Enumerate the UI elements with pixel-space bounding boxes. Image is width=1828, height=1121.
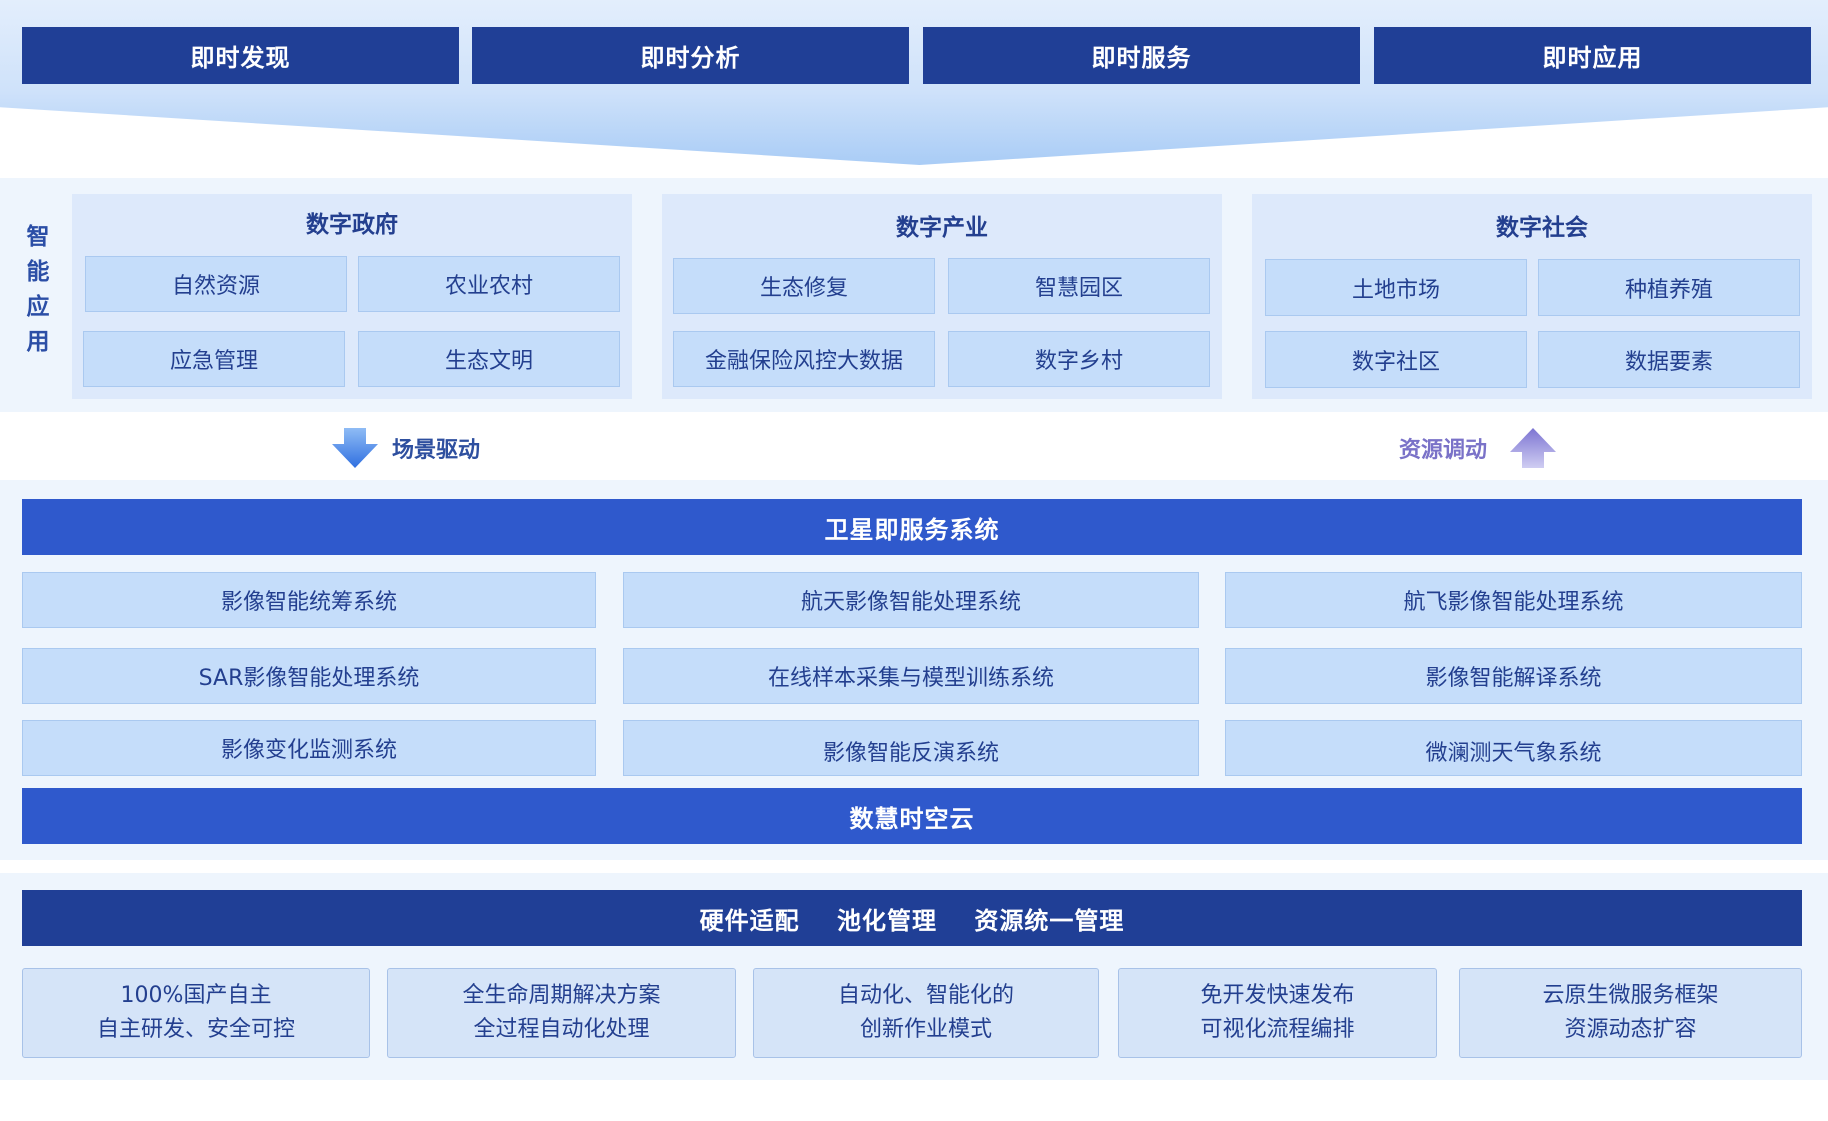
feature-card[interactable]: 全生命周期解决方案 全过程自动化处理 <box>387 968 736 1058</box>
app-cell[interactable]: 农业农村 <box>358 256 620 312</box>
system-cell[interactable]: 航飞影像智能处理系统 <box>1225 572 1802 628</box>
feature-line: 资源动态扩容 <box>1564 1017 1697 1042</box>
arrow-up-icon <box>1510 428 1556 468</box>
tab-instant-application[interactable]: 即时应用 <box>1374 27 1811 84</box>
feature-line: 100%国产自主 <box>120 983 272 1008</box>
app-cell[interactable]: 数字社区 <box>1265 331 1527 388</box>
feature-card[interactable]: 免开发快速发布 可视化流程编排 <box>1118 968 1437 1058</box>
arrow-down-icon <box>332 428 378 468</box>
feature-line: 自动化、智能化的 <box>837 983 1014 1008</box>
system-cell[interactable]: 影像智能反演系统 <box>623 720 1199 776</box>
feature-card[interactable]: 100%国产自主 自主研发、安全可控 <box>22 968 370 1058</box>
app-cell[interactable]: 金融保险风控大数据 <box>673 331 935 387</box>
app-cell[interactable]: 智慧园区 <box>948 258 1210 314</box>
foundation-bar[interactable]: 硬件适配 池化管理 资源统一管理 <box>22 890 1802 946</box>
app-cell[interactable]: 土地市场 <box>1265 259 1527 316</box>
feature-card[interactable]: 云原生微服务框架 资源动态扩容 <box>1459 968 1802 1058</box>
system-cell[interactable]: 在线样本采集与模型训练系统 <box>623 648 1199 704</box>
satellite-service-bar[interactable]: 卫星即服务系统 <box>22 499 1802 555</box>
smart-application-side-label: 智 能 应 用 <box>22 220 54 360</box>
tab-instant-analysis[interactable]: 即时分析 <box>472 27 909 84</box>
side-label-char: 用 <box>26 329 50 355</box>
tab-instant-service[interactable]: 即时服务 <box>923 27 1360 84</box>
system-cell[interactable]: SAR影像智能处理系统 <box>22 648 596 704</box>
group-title: 数字产业 <box>896 215 988 241</box>
app-cell[interactable]: 数据要素 <box>1538 331 1800 388</box>
app-cell[interactable]: 自然资源 <box>85 256 347 312</box>
system-cell[interactable]: 航天影像智能处理系统 <box>623 572 1199 628</box>
app-cell[interactable]: 生态修复 <box>673 258 935 314</box>
feature-card[interactable]: 自动化、智能化的 创新作业模式 <box>753 968 1099 1058</box>
feature-line: 全过程自动化处理 <box>473 1017 650 1042</box>
group-title: 数字政府 <box>306 212 398 238</box>
resource-dispatch-label: 资源调动 <box>1399 438 1488 463</box>
system-cell[interactable]: 影像智能统筹系统 <box>22 572 596 628</box>
system-cell[interactable]: 影像变化监测系统 <box>22 720 596 776</box>
app-cell[interactable]: 种植养殖 <box>1538 259 1800 316</box>
feature-line: 全生命周期解决方案 <box>462 983 661 1008</box>
system-cell[interactable]: 微澜测天气象系统 <box>1225 720 1802 776</box>
side-label-char: 应 <box>26 294 50 320</box>
feature-line: 创新作业模式 <box>859 1017 992 1042</box>
side-label-char: 能 <box>26 259 50 285</box>
app-cell[interactable]: 生态文明 <box>358 331 620 387</box>
feature-line: 云原生微服务框架 <box>1542 983 1719 1008</box>
system-cell[interactable]: 影像智能解译系统 <box>1225 648 1802 704</box>
scene-drive-label: 场景驱动 <box>392 438 481 463</box>
feature-line: 可视化流程编排 <box>1200 1017 1355 1042</box>
feature-line: 自主研发、安全可控 <box>96 1017 295 1042</box>
tab-instant-discovery[interactable]: 即时发现 <box>22 27 459 84</box>
cloud-platform-bar[interactable]: 数慧时空云 <box>22 788 1802 844</box>
feature-line: 免开发快速发布 <box>1200 983 1355 1008</box>
side-label-char: 智 <box>26 224 50 250</box>
group-title: 数字社会 <box>1496 215 1588 241</box>
app-cell[interactable]: 应急管理 <box>83 331 345 387</box>
app-cell[interactable]: 数字乡村 <box>948 331 1210 387</box>
